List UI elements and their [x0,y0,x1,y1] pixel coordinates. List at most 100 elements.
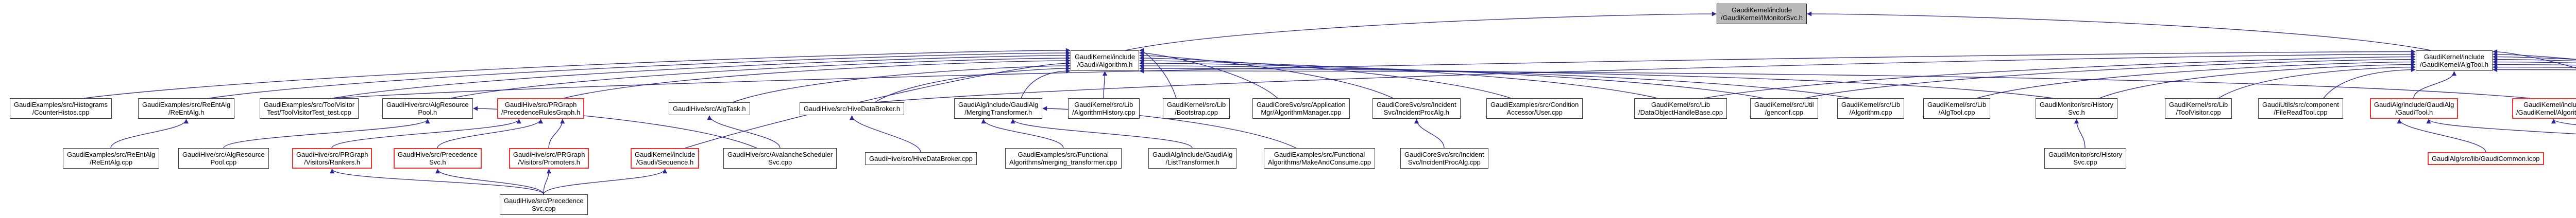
include-edge [707,115,781,149]
graph-node-label-line: /Visitors/Rankers.h [304,158,361,166]
graph-node-r4_10[interactable]: GaudiAlg/include/GaudiAlg/ListTransforme… [1148,148,1237,169]
graph-node-label-line: /GaudiKernel/AlgTool.h [2420,61,2488,68]
graph-node-label-line: /FileReadTool.cpp [2274,108,2328,116]
graph-node-r3_15[interactable]: GaudiKernel/src/Util/genconf.cpp [1750,98,1818,119]
graph-node-label-line: GaudiHive/src/HiveDataBroker.cpp [869,155,973,162]
graph-node-label-line: /GaudiKernel/Algorithm.h [2516,108,2576,116]
graph-node-label-line: GaudiHive/src/Precedence [504,197,584,205]
include-edge [330,169,544,195]
graph-node-r4_8[interactable]: GaudiHive/src/HiveDataBroker.cpp [865,152,977,165]
include-edge [685,61,1071,149]
graph-node-label-line: GaudiHive/src/AlgResource [386,101,469,108]
graph-node-r4_3[interactable]: GaudiHive/src/PRGraph/Visitors/Rankers.h [292,148,372,169]
graph-node-r3_20[interactable]: GaudiUtils/src/component/FileReadTool.cp… [2258,98,2343,119]
graph-node-r3_16[interactable]: GaudiKernel/src/Lib/Algorithm.cpp [1837,98,1905,119]
graph-node-label-line: /AlgorithmHistory.cpp [1072,108,1136,116]
graph-node-algB[interactable]: GaudiKernel/include/GaudiKernel/AlgTool.… [2416,50,2493,71]
include-edge [543,169,552,195]
include-edge [1976,59,2416,99]
include-edge [2099,62,2416,99]
graph-node-label-line: GaudiKernel/src/Lib [1927,101,1987,108]
graph-node-r3_5[interactable]: GaudiHive/src/PRGraph/PrecedenceRulesGra… [497,98,585,119]
include-edge [1010,119,1193,149]
graph-node-r3_14[interactable]: GaudiKernel/src/Lib/DataObjectHandleBase… [1634,98,1727,119]
graph-node-r3_19[interactable]: GaudiKernel/src/Lib/ToolVisitor.cpp [2165,98,2232,119]
graph-node-label-line: GaudiHive/src/PRGraph [513,151,585,158]
graph-node-r3_1[interactable]: GaudiExamples/src/Histograms/CounterHist… [10,98,112,119]
graph-node-r3_10[interactable]: GaudiKernel/src/Lib/Bootstrap.cpp [1163,98,1230,119]
graph-node-r3_7[interactable]: GaudiHive/src/HiveDataBroker.h [800,102,905,115]
graph-node-label-line: /CounterHistos.cpp [32,108,90,116]
graph-node-label-line: GaudiExamples/src/Histograms [14,101,108,108]
graph-node-label-line: GaudiAlg/src/lib/GaudiCommon.icpp [2432,155,2540,162]
include-edge [1102,71,1108,99]
graph-node-label-line: /ListTransformer.h [1165,158,1219,166]
graph-node-label-line: GaudiKernel/include [1731,6,1792,14]
graph-node-label-line: Svc/IncidentProcAlg.cpp [1408,158,1481,166]
include-edge [981,119,1064,149]
graph-node-label-line: /PrecedenceRulesGraph.h [501,108,581,116]
graph-node-label-line: /genconf.cpp [1765,108,1804,116]
include-edge [543,169,667,195]
graph-node-label-line: /Visitors/Promoters.h [518,158,580,166]
include-edge [2493,51,2576,60]
graph-node-r4_5[interactable]: GaudiHive/src/PRGraph/Visitors/Promoters… [509,148,589,169]
graph-node-label-line: GaudiExamples/src/ReEntAlg [142,101,231,108]
graph-node-r3_21[interactable]: GaudiAlg/include/GaudiAlg/GaudiTool.h [2370,98,2459,119]
graph-node-label-line: GaudiMonitor/src/History [2048,151,2123,158]
include-edge [548,119,565,149]
include-edge [2493,64,2576,70]
graph-node-r3_17[interactable]: GaudiKernel/src/Lib/AlgTool.cpp [1923,98,1991,119]
graph-node-algA[interactable]: GaudiKernel/include/Gaudi/Algorithm.h [1071,50,1140,71]
include-edge [1414,119,1445,149]
graph-node-label-line: GaudiExamples/src/ReEntAlg [67,151,156,158]
include-edge [1021,68,1071,99]
graph-node-label-line: GaudiHive/src/Precedence [398,151,478,158]
include-edge [2493,59,2576,65]
include-edge [2397,119,2486,153]
graph-node-r3_9[interactable]: GaudiKernel/src/Lib/AlgorithmHistory.cpp [1068,98,1140,119]
graph-node-label-line: GaudiAlg/include/GaudiAlg [958,101,1039,108]
graph-node-label-line: /GaudiTool.h [2395,108,2433,116]
graph-node-r4_6[interactable]: GaudiKernel/include/Gaudi/Sequence.h [631,148,700,169]
graph-node-r4_1[interactable]: GaudiExamples/src/ReEntAlg/ReEntAlg.cpp [63,148,160,169]
graph-node-r3_2[interactable]: GaudiExamples/src/ReEntAlg/ReEntAlg.h [138,98,235,119]
graph-node-label-line: /ReEntAlg.h [168,108,205,116]
graph-node-r3_6[interactable]: GaudiHive/src/AlgTask.h [669,102,750,115]
graph-node-label-line: GaudiCoreSvc/src/Incident [1377,101,1456,108]
include-edge [849,115,921,153]
graph-node-r4_14[interactable]: GaudiAlg/src/lib/GaudiCommon.icpp [2428,152,2544,165]
include-edge [450,56,1071,99]
include-edge [83,48,1071,99]
include-edge [1807,11,2431,51]
include-edge [1125,11,1717,51]
include-edge [2493,62,2576,67]
graph-node-r3_8[interactable]: GaudiAlg/include/GaudiAlg/MergingTransfo… [954,98,1043,119]
graph-node-label-line: /Gaudi/Sequence.h [636,158,694,166]
graph-node-label-line: /MergingTransformer.h [964,108,1032,116]
graph-node-label-line: GaudiKernel/src/Lib [1651,101,1710,108]
graph-node-label-line: /ToolVisitor.cpp [2176,108,2221,116]
graph-node-label-line: GaudiExamples/src/Condition [1490,101,1579,108]
graph-node-label-line: /ReEntAlg.cpp [90,158,133,166]
graph-node-label-line: /Bootstrap.cpp [1175,108,1218,116]
graph-node-r3_22[interactable]: GaudiKernel/include/GaudiKernel/Algorith… [2512,98,2576,119]
graph-node-label-line: GaudiMonitor/src/History [2040,101,2114,108]
graph-node-label-line: GaudiKernel/src/Lib [1074,101,1133,108]
